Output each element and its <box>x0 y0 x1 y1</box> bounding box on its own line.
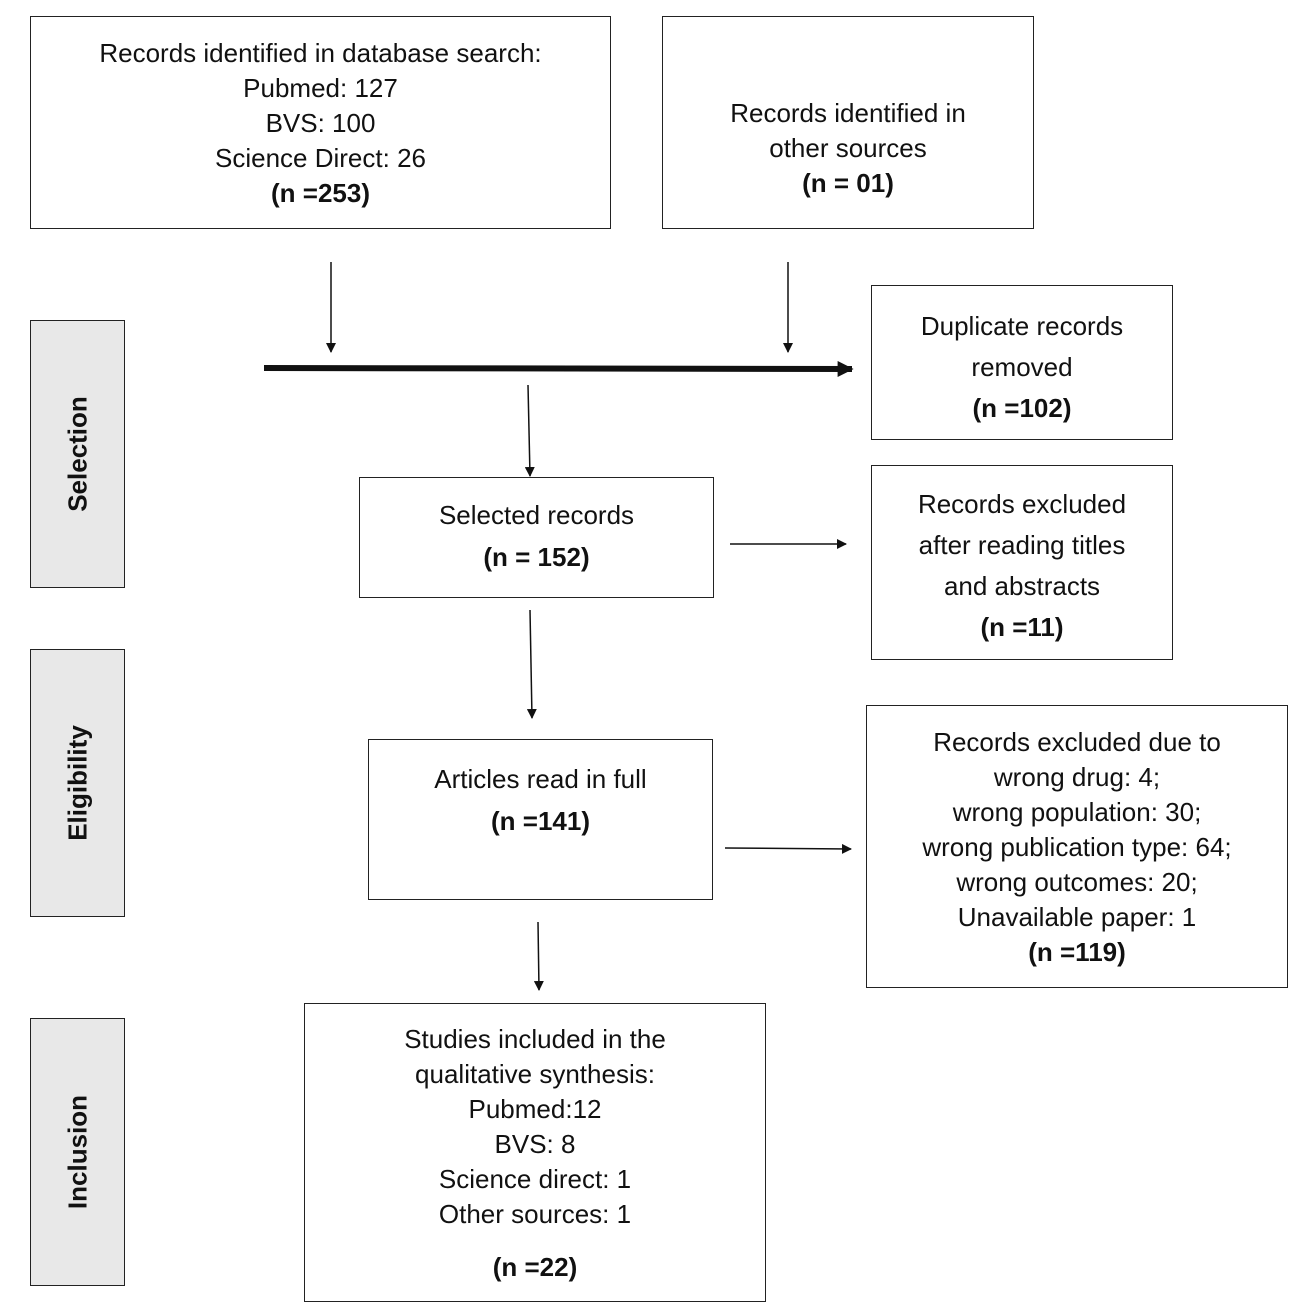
box-duplicates-removed: Duplicate records removed (n =102) <box>871 285 1173 440</box>
duplicates-count: (n =102) <box>972 393 1072 423</box>
stage-selection: Selection <box>30 320 125 588</box>
excluded-reason-line: wrong population: 30; <box>952 797 1202 827</box>
arrow-to-selected <box>524 384 535 477</box>
full-text-line: Articles read in full <box>434 764 647 794</box>
box-full-text: Articles read in full (n =141) <box>368 739 713 900</box>
included-line: Pubmed:12 <box>468 1094 602 1124</box>
arrow-fulltext-to-included <box>533 921 544 991</box>
included-count: (n =22) <box>492 1252 578 1282</box>
box-selected-records: Selected records (n = 152) <box>359 477 714 598</box>
included-line: qualitative synthesis: <box>415 1059 655 1089</box>
arrow-main-to-duplicates <box>263 360 854 377</box>
other-sources-count: (n = 01) <box>802 168 894 198</box>
arrow-selected-to-fulltext <box>526 609 537 719</box>
box-database-search: Records identified in database search: P… <box>30 16 611 229</box>
selected-records-line: Selected records <box>438 500 635 530</box>
excluded-titles-count: (n =11) <box>980 612 1064 642</box>
excluded-titles-line: and abstracts <box>943 571 1101 601</box>
database-search-count: (n =253) <box>271 178 370 208</box>
other-sources-line: Records identified in <box>730 98 966 128</box>
database-search-line: Pubmed: 127 <box>243 73 398 103</box>
excluded-titles-line: Records excluded <box>917 489 1127 519</box>
stage-inclusion: Inclusion <box>30 1018 125 1286</box>
duplicates-line: Duplicate records <box>920 311 1124 341</box>
excluded-reason-line: wrong publication type: 64; <box>922 832 1232 862</box>
excluded-reason-line: Unavailable paper: 1 <box>957 902 1197 932</box>
excluded-reason-line: wrong outcomes: 20; <box>956 867 1198 897</box>
excluded-reasons-count: (n =119) <box>1028 937 1126 967</box>
other-sources-line: other sources <box>769 133 927 163</box>
box-other-sources: Records identified in other sources (n =… <box>662 16 1034 229</box>
included-line: BVS: 8 <box>494 1129 576 1159</box>
included-line: Other sources: 1 <box>438 1199 632 1229</box>
excluded-reason-line: wrong drug: 4; <box>993 762 1161 792</box>
database-search-line: Science Direct: 26 <box>215 143 426 173</box>
excluded-reason-line: Records excluded due to <box>933 727 1221 757</box>
stage-eligibility: Eligibility <box>30 649 125 917</box>
database-search-line: BVS: 100 <box>265 108 376 138</box>
box-excluded-reasons: Records excluded due to wrong drug: 4; w… <box>866 705 1288 988</box>
included-line: Science direct: 1 <box>438 1164 632 1194</box>
included-line: Studies included in the <box>404 1024 666 1054</box>
selected-records-count: (n = 152) <box>483 542 590 572</box>
duplicates-line: removed <box>971 352 1073 382</box>
box-excluded-titles: Records excluded after reading titles an… <box>871 465 1173 660</box>
excluded-titles-line: after reading titles <box>918 530 1126 560</box>
arrow-fulltext-to-excluded <box>724 843 852 854</box>
box-included-studies: Studies included in the qualitative synt… <box>304 1003 766 1302</box>
full-text-count: (n =141) <box>491 806 590 836</box>
database-search-line: Records identified in database search: <box>99 38 542 68</box>
